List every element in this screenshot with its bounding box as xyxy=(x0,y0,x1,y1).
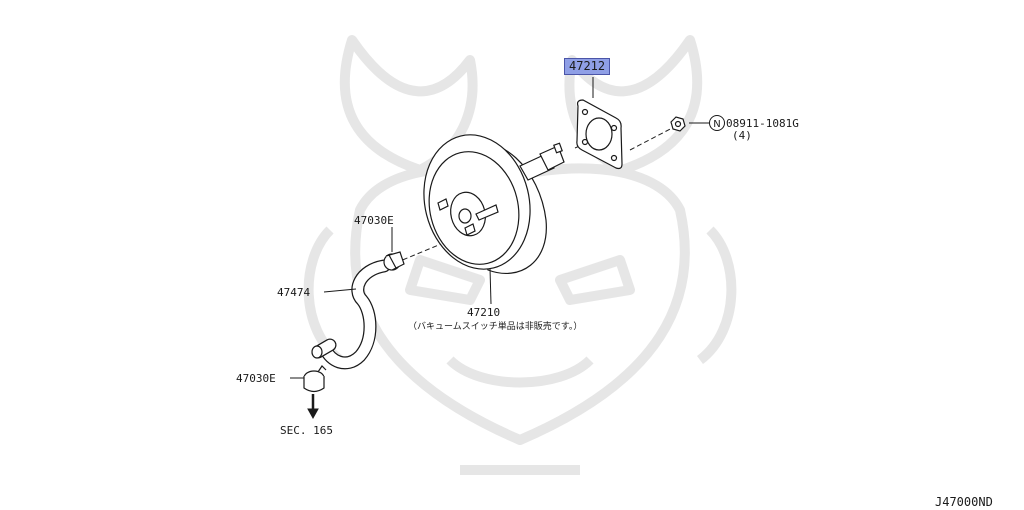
part-number-47474[interactable]: 47474 xyxy=(277,286,311,299)
part-number-47030e-upper[interactable]: 47030E xyxy=(354,214,394,227)
section-reference[interactable]: SEC. 165 xyxy=(280,424,333,437)
part-number-47212[interactable]: 47212 xyxy=(564,58,611,75)
part-quantity: (4) xyxy=(732,129,752,142)
vacuum-hose xyxy=(311,259,391,370)
nut xyxy=(670,116,686,132)
circled-n-symbol: N xyxy=(709,115,725,131)
hose-clamp-upper xyxy=(383,251,405,271)
booster-note: （バキュームスイッチ単品は非販売です。） xyxy=(408,322,583,332)
brake-booster xyxy=(423,134,565,275)
nut-symbol-text: N xyxy=(713,119,720,130)
booster-gasket xyxy=(576,99,623,170)
section-arrow xyxy=(307,394,319,420)
part-number-47210[interactable]: 47210 xyxy=(467,306,501,319)
part-number-08911-1081g[interactable]: 08911-1081G xyxy=(726,117,799,130)
hose-clamp-lower xyxy=(303,365,327,393)
diagram-code: J47000ND xyxy=(935,495,993,509)
leader-lines xyxy=(290,77,709,379)
part-number-47030e-lower[interactable]: 47030E xyxy=(236,372,276,385)
